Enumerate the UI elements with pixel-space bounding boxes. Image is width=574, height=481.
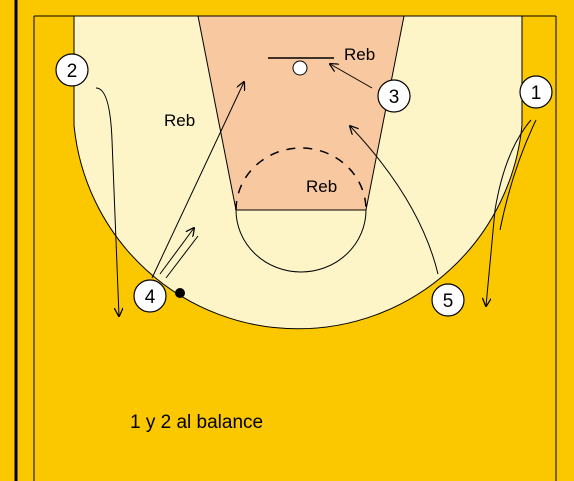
player-1-label: 1 bbox=[531, 83, 542, 104]
player-5[interactable]: 5 bbox=[431, 283, 465, 317]
short-move-player-4-b bbox=[165, 235, 199, 279]
player-3[interactable]: 3 bbox=[377, 79, 411, 113]
cut-line-player-1 bbox=[486, 119, 532, 306]
player-2-marker bbox=[55, 53, 89, 87]
short-move-player-4-a bbox=[159, 228, 194, 275]
player-2-label: 2 bbox=[67, 61, 78, 82]
basketball-icon bbox=[175, 288, 185, 298]
cut-line-player-2 bbox=[95, 87, 119, 316]
player-1[interactable]: 1 bbox=[519, 75, 553, 109]
rim bbox=[292, 60, 308, 76]
player-5-marker bbox=[431, 283, 465, 317]
player-1-marker bbox=[519, 75, 553, 109]
rebound-line-player-4 bbox=[151, 82, 244, 279]
player-2[interactable]: 2 bbox=[55, 53, 89, 87]
rebound-line-player-3 bbox=[330, 64, 373, 89]
rebound-line-player-5 bbox=[350, 126, 439, 275]
player-5-label: 5 bbox=[443, 291, 454, 312]
free-throw-circle-dashed bbox=[235, 147, 367, 211]
player-4-label: 4 bbox=[145, 287, 156, 308]
player-3-label: 3 bbox=[389, 87, 400, 108]
reb-label-paint: Reb bbox=[306, 177, 337, 196]
reb-label-top: Reb bbox=[344, 45, 375, 64]
reb-label-left: Reb bbox=[164, 111, 195, 130]
cut-line-player-1-b bbox=[499, 119, 537, 231]
free-throw-circle-solid bbox=[235, 209, 367, 273]
player-4[interactable]: 4 bbox=[133, 279, 167, 313]
diagram-caption: 1 y 2 al balance bbox=[130, 412, 263, 433]
player-3-marker bbox=[377, 79, 411, 113]
player-4-marker bbox=[133, 279, 167, 313]
